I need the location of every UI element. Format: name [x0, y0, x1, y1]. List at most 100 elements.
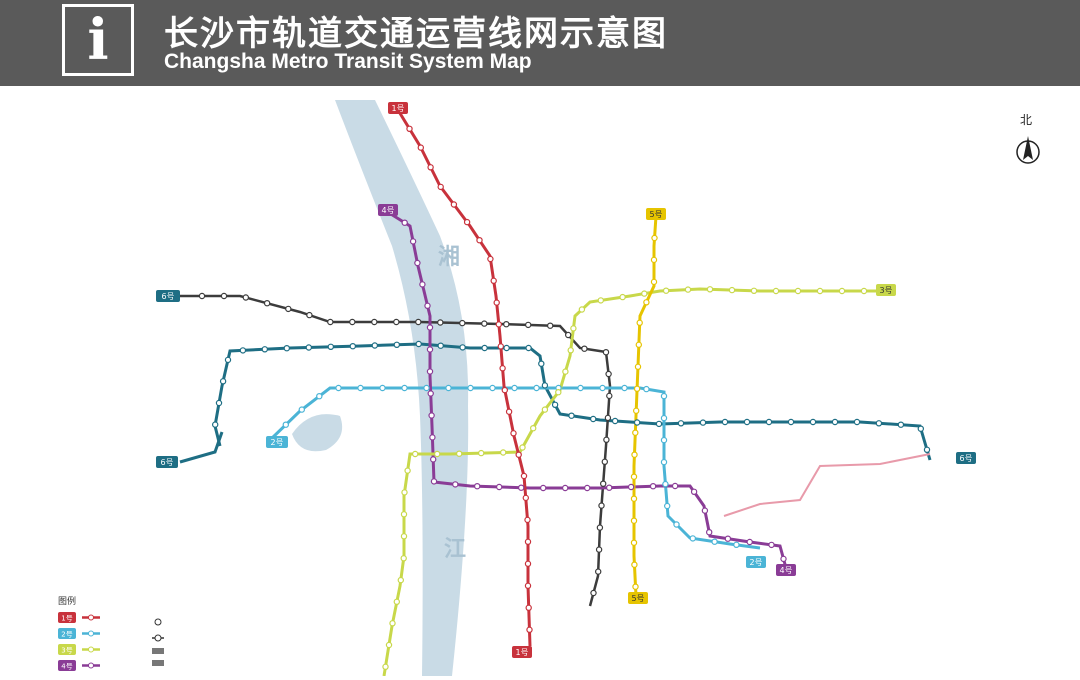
station-dot[interactable]	[459, 344, 466, 351]
station-dot[interactable]	[478, 449, 485, 457]
station-dot[interactable]	[728, 286, 736, 294]
station-dot[interactable]	[503, 320, 510, 328]
station-dot[interactable]	[427, 390, 434, 397]
station-dot[interactable]	[305, 344, 312, 351]
station-dot[interactable]	[631, 451, 638, 458]
badge-line-2-east[interactable]: 2号	[746, 556, 766, 568]
station-dot[interactable]	[660, 392, 668, 400]
station-dot[interactable]	[476, 236, 483, 244]
station-dot[interactable]	[429, 434, 436, 441]
station-dot[interactable]	[780, 555, 787, 563]
station-dot[interactable]	[497, 343, 504, 350]
station-dot[interactable]	[538, 360, 545, 367]
station-dot[interactable]	[487, 255, 494, 263]
station-dot[interactable]	[590, 415, 597, 423]
station-dot[interactable]	[660, 458, 668, 466]
station-dot[interactable]	[875, 420, 883, 427]
station-dot[interactable]	[660, 436, 668, 444]
station-dot[interactable]	[650, 256, 658, 264]
station-dot[interactable]	[459, 319, 466, 327]
station-dot[interactable]	[577, 384, 584, 392]
station-dot[interactable]	[633, 407, 640, 414]
station-dot[interactable]	[684, 286, 692, 293]
station-dot[interactable]	[540, 484, 547, 492]
station-dot[interactable]	[673, 521, 680, 528]
station-dot[interactable]	[578, 306, 586, 313]
station-dot[interactable]	[581, 345, 588, 352]
station-dot[interactable]	[474, 483, 481, 490]
station-dot[interactable]	[597, 297, 605, 304]
station-dot[interactable]	[505, 408, 513, 415]
station-dot[interactable]	[215, 399, 223, 407]
station-dot[interactable]	[651, 234, 658, 242]
station-dot[interactable]	[630, 495, 638, 502]
station-dot[interactable]	[198, 292, 206, 300]
station-dot[interactable]	[662, 480, 669, 488]
station-dot[interactable]	[499, 365, 506, 372]
badge-line-6-southwest[interactable]: 6号	[156, 456, 178, 468]
station-dot[interactable]	[496, 483, 503, 491]
station-dot[interactable]	[452, 481, 459, 488]
station-dot[interactable]	[547, 322, 554, 329]
station-dot[interactable]	[701, 507, 709, 514]
station-dot[interactable]	[404, 467, 411, 474]
station-dot[interactable]	[562, 484, 569, 492]
station-dot[interactable]	[838, 287, 846, 295]
station-dot[interactable]	[596, 524, 604, 531]
station-dot[interactable]	[706, 529, 713, 536]
station-dot[interactable]	[690, 488, 698, 495]
station-dot[interactable]	[349, 318, 356, 326]
station-dot[interactable]	[772, 287, 780, 295]
station-dot[interactable]	[349, 343, 356, 350]
station-dot[interactable]	[630, 539, 638, 546]
station-dot[interactable]	[525, 344, 532, 352]
station-dot[interactable]	[641, 290, 648, 297]
station-dot[interactable]	[525, 321, 532, 329]
badge-line-4-east[interactable]: 4号	[776, 564, 796, 576]
station-dot[interactable]	[426, 324, 434, 331]
station-dot[interactable]	[768, 541, 775, 549]
station-dot[interactable]	[605, 370, 612, 378]
station-dot[interactable]	[655, 420, 663, 428]
station-dot[interactable]	[456, 450, 463, 457]
station-dot[interactable]	[630, 473, 638, 480]
badge-line-6-west[interactable]: 6号	[156, 290, 180, 302]
station-dot[interactable]	[917, 425, 925, 432]
station-dot[interactable]	[809, 418, 817, 426]
badge-line-4-north[interactable]: 4号	[378, 204, 398, 216]
station-dot[interactable]	[490, 277, 497, 284]
station-dot[interactable]	[393, 598, 400, 606]
station-dot[interactable]	[595, 546, 603, 553]
station-dot[interactable]	[327, 343, 334, 350]
station-dot[interactable]	[584, 484, 591, 492]
station-dot[interactable]	[568, 412, 575, 419]
station-dot[interactable]	[643, 385, 650, 393]
station-dot[interactable]	[382, 663, 389, 671]
station-dot[interactable]	[518, 484, 525, 491]
station-dot[interactable]	[481, 344, 488, 352]
station-dot[interactable]	[853, 418, 861, 426]
station-dot[interactable]	[699, 419, 707, 426]
station-dot[interactable]	[401, 489, 408, 496]
station-dot[interactable]	[530, 425, 537, 432]
station-dot[interactable]	[570, 325, 577, 332]
station-dot[interactable]	[603, 436, 610, 443]
station-dot[interactable]	[750, 287, 758, 294]
station-dot[interactable]	[316, 393, 323, 400]
badge-line-1-north[interactable]: 1号	[388, 102, 408, 114]
station-dot[interactable]	[524, 516, 531, 524]
station-dot[interactable]	[660, 414, 668, 422]
metro-map-area[interactable]: 湘 江 1号 1号 2号 2号 3号 4号 4号	[0, 86, 1080, 677]
station-dot[interactable]	[635, 341, 643, 348]
station-dot[interactable]	[664, 502, 671, 510]
station-dot[interactable]	[335, 384, 342, 392]
station-dot[interactable]	[393, 341, 400, 348]
station-dot[interactable]	[595, 568, 602, 575]
station-dot[interactable]	[493, 299, 500, 306]
station-dot[interactable]	[211, 421, 219, 428]
station-dot[interactable]	[606, 392, 613, 400]
station-dot[interactable]	[501, 386, 508, 394]
line-5-route[interactable]	[632, 215, 658, 597]
station-dot[interactable]	[671, 482, 679, 490]
station-dot[interactable]	[371, 318, 378, 326]
